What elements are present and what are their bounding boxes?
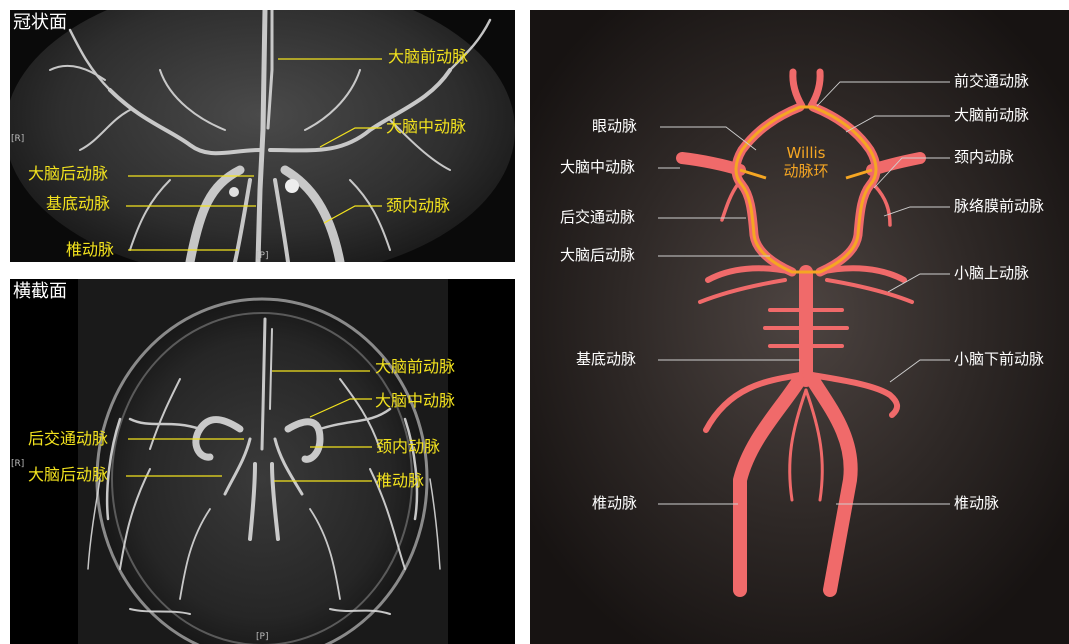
axial-label-mca: 大脑中动脉 <box>375 391 455 411</box>
coronal-mra-panel: 冠状面 大脑前动脉 大脑中动脉 大脑后动脉 基底动脉 颈内动脉 椎动脉 [R] … <box>10 10 515 262</box>
willis-title-line2: 动脉环 <box>766 162 846 180</box>
coronal-label-pca: 大脑后动脉 <box>28 164 108 184</box>
diagram-label-pcom: 后交通动脉 <box>560 207 635 227</box>
diagram-label-aca: 大脑前动脉 <box>954 105 1029 125</box>
axial-title: 横截面 <box>13 281 67 303</box>
diagram-label-sca: 小脑上动脉 <box>954 263 1029 283</box>
diagram-label-ant-choroidal: 脉络膜前动脉 <box>954 196 1044 216</box>
diagram-label-basilar: 基底动脉 <box>576 349 636 369</box>
willis-diagram-panel: Willis 动脉环 前交通动脉 大脑前动脉 眼动脉 颈内动脉 大脑中动脉 脉络… <box>530 10 1069 644</box>
diagram-label-ica: 颈内动脉 <box>954 147 1014 167</box>
coronal-label-ica: 颈内动脉 <box>386 196 450 216</box>
axial-label-ica: 颈内动脉 <box>376 437 440 457</box>
diagram-label-ophthalmic: 眼动脉 <box>592 116 637 136</box>
axial-marker-r: [R] <box>11 459 24 469</box>
diagram-label-mca: 大脑中动脉 <box>560 157 635 177</box>
diagram-label-aica: 小脑下前动脉 <box>954 349 1044 369</box>
diagram-label-vertebral-left: 椎动脉 <box>592 493 637 513</box>
axial-mra-image <box>10 279 515 644</box>
axial-label-pca: 大脑后动脉 <box>28 465 108 485</box>
coronal-label-mca: 大脑中动脉 <box>386 117 466 137</box>
diagram-label-acom: 前交通动脉 <box>954 71 1029 91</box>
coronal-label-basilar: 基底动脉 <box>46 194 110 214</box>
coronal-title: 冠状面 <box>13 12 67 34</box>
coronal-marker-r: [R] <box>11 134 24 144</box>
axial-label-pcom: 后交通动脉 <box>28 429 108 449</box>
coronal-label-vertebral: 椎动脉 <box>66 240 114 260</box>
coronal-marker-p: [P] <box>256 251 268 261</box>
diagram-label-pca: 大脑后动脉 <box>560 245 635 265</box>
coronal-label-aca: 大脑前动脉 <box>388 47 468 67</box>
willis-title-line1: Willis <box>766 144 846 162</box>
axial-mra-panel: 横截面 大脑前动脉 大脑中动脉 后交通动脉 颈内动脉 大脑后动脉 椎动脉 [R]… <box>10 279 515 644</box>
axial-marker-p: [P] <box>256 632 268 642</box>
axial-label-vertebral: 椎动脉 <box>376 471 424 491</box>
axial-label-aca: 大脑前动脉 <box>375 357 455 377</box>
diagram-label-vertebral-right: 椎动脉 <box>954 493 999 513</box>
